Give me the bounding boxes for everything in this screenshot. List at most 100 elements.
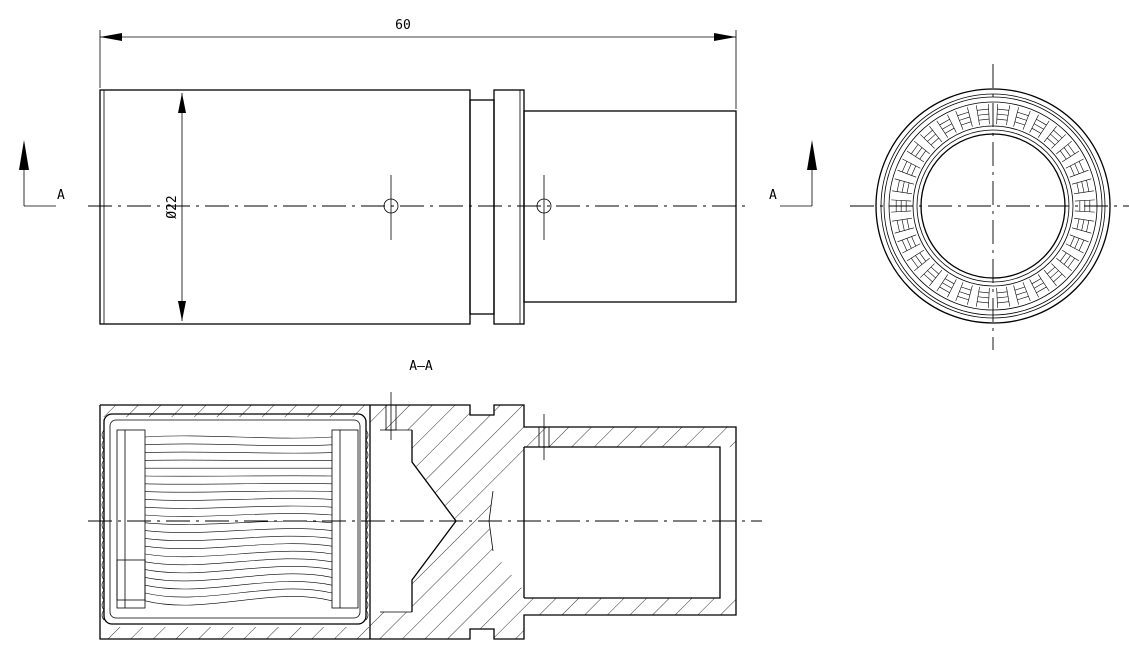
- needle-roller-segment: [1074, 238, 1080, 249]
- outer-ring: [875, 88, 1111, 324]
- length-label: 60: [395, 18, 411, 33]
- shell-ripple: [101, 609, 105, 621]
- shell-ripple: [365, 529, 369, 541]
- shell-ripple: [365, 609, 369, 621]
- needle-roller-segment: [959, 116, 970, 121]
- needle-roller-segment: [944, 278, 955, 285]
- needle-roller-segment: [1033, 282, 1044, 289]
- needle-roller-segment: [1063, 147, 1071, 157]
- needle-roller: [144, 520, 333, 525]
- needle-roller-segment: [915, 147, 923, 157]
- section-marker-right: A: [769, 140, 817, 207]
- needle-roller-segment: [942, 123, 953, 130]
- needle-roller: [975, 286, 980, 307]
- section-arrow-icon: [807, 140, 817, 170]
- needle-roller-segment: [906, 238, 912, 249]
- needle-roller: [144, 588, 333, 598]
- needle-roller: [144, 543, 333, 550]
- needle-roller-segment: [939, 286, 950, 294]
- needle-roller: [955, 110, 964, 130]
- needle-roller-segment: [1063, 255, 1071, 265]
- needle-roller-segment: [997, 301, 1009, 304]
- shell-ripple: [101, 559, 105, 571]
- needle-roller-segment: [997, 296, 1009, 299]
- shell-ripple: [365, 469, 369, 481]
- needle-roller-segment: [996, 118, 1008, 121]
- needle-roller: [144, 498, 333, 501]
- needle-roller-segment: [930, 137, 939, 146]
- shell-ripple: [101, 599, 105, 611]
- section-view: A—A: [88, 359, 762, 640]
- needle-roller: [144, 443, 333, 446]
- shell-ripple: [365, 539, 369, 551]
- needle-roller-segment: [896, 180, 900, 192]
- front-shaft: [523, 110, 737, 303]
- needle-roller: [955, 282, 964, 302]
- shell-ripple: [101, 529, 105, 541]
- needle-roller-segment: [1017, 111, 1029, 116]
- section-arrow-icon: [19, 140, 29, 170]
- needle-roller-segment: [1017, 296, 1029, 301]
- needle-roller-segment: [919, 252, 927, 262]
- shell-ripple: [365, 499, 369, 511]
- shell-ripple: [101, 579, 105, 591]
- shell-ripple: [101, 469, 105, 481]
- needle-roller-segment: [1067, 144, 1075, 154]
- needle-roller-segment: [1031, 127, 1042, 134]
- needle-roller-segment: [923, 129, 933, 139]
- needle-roller: [996, 104, 998, 125]
- needle-roller-segment: [901, 219, 905, 231]
- needle-roller-segment: [927, 270, 936, 279]
- section-hatching: [100, 405, 736, 639]
- needle-roller-segment: [906, 163, 912, 174]
- needle-roller: [144, 435, 333, 439]
- shell-ripple: [365, 479, 369, 491]
- needle-roller-segment: [978, 118, 990, 121]
- needle-roller-segment: [1047, 137, 1056, 146]
- front-view: Ø22 60 A A: [19, 18, 817, 325]
- needle-roller-segment: [1031, 278, 1042, 285]
- needle-roller: [1006, 105, 1011, 126]
- needle-roller-segment: [1059, 252, 1067, 262]
- needle-roller-segment: [1076, 182, 1080, 194]
- needle-roller-segment: [1059, 150, 1067, 160]
- needle-roller-segment: [961, 286, 972, 291]
- bearing-shell: [103, 413, 367, 625]
- needle-roller-segment: [957, 111, 969, 116]
- shell-ripple: [101, 589, 105, 601]
- needle-roller-segment: [977, 113, 989, 116]
- needle-roller: [144, 566, 333, 574]
- shell-edge: [101, 429, 369, 621]
- needle-roller-segment: [1081, 219, 1085, 231]
- needle-roller: [1051, 134, 1066, 149]
- needle-roller-segment: [1074, 163, 1080, 174]
- needle-roller: [1061, 249, 1080, 262]
- needle-roller-segment: [978, 291, 990, 294]
- needle-roller-segment: [1016, 291, 1027, 296]
- section-title: A—A: [409, 359, 433, 374]
- needle-roller: [144, 573, 333, 582]
- shell-ripple: [365, 549, 369, 561]
- front-collar: [493, 89, 525, 325]
- needle-roller-segment: [906, 218, 910, 230]
- needle-roller-segment: [1086, 220, 1090, 232]
- needle-roller: [988, 287, 990, 308]
- lubrication-hole: [383, 175, 399, 240]
- shell-ripple: [365, 589, 369, 601]
- needle-roller: [144, 513, 333, 517]
- shell-ripple: [101, 509, 105, 521]
- needle-roller-segment: [977, 296, 989, 299]
- shell-ripple: [101, 489, 105, 501]
- side-view: [850, 64, 1129, 350]
- shell-ripple: [365, 569, 369, 581]
- shell-ripple: [365, 559, 369, 571]
- needle-roller-segment: [1033, 123, 1044, 130]
- needle-roller: [1006, 286, 1011, 307]
- needle-rollers: [144, 435, 333, 606]
- needle-roller-segment: [1036, 118, 1047, 126]
- needle-roller: [996, 287, 998, 308]
- needle-roller-segment: [1069, 165, 1075, 176]
- needle-roller-segment: [939, 118, 950, 126]
- front-body-cylinder: [99, 89, 471, 325]
- needle-roller: [144, 505, 333, 509]
